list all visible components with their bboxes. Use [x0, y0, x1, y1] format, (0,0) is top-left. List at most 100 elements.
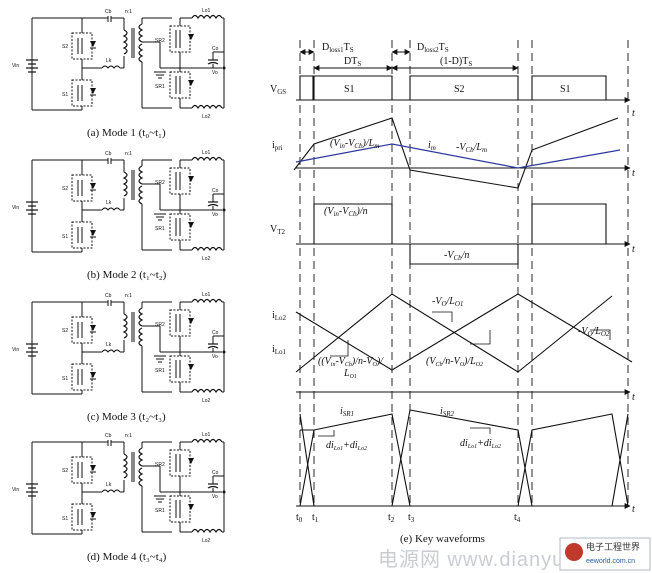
t0-label: t0 [296, 512, 303, 524]
vt2-pos-label: (Vin-VCb)/n [324, 206, 368, 218]
co-label: Co [212, 330, 219, 336]
vgs-s1b: S1 [560, 84, 571, 95]
im-label: im [428, 140, 436, 152]
dloss2-label: Dloss2TS [417, 42, 449, 54]
dts-label: DTS [344, 56, 361, 68]
vt2-t: t [632, 244, 635, 255]
circuit-mode1: Vin S2 S1 Lk Cb n:1 SR2 SR1 Co Vo Lo1 Lo… [12, 8, 227, 139]
vgs-s2: S2 [454, 84, 465, 95]
im-trace [295, 143, 621, 169]
caption-mode4: (d) Mode 4 (t₃~t₄) [87, 551, 167, 563]
vgs-t: t [632, 108, 635, 119]
lo1-label: Lo1 [202, 150, 211, 156]
sr1-label: SR1 [155, 226, 165, 232]
waveform-panel: Dloss1TS DTS Dloss2TS (1-D)TS VGS t S1 S… [270, 40, 635, 545]
cb-label: Cb [105, 433, 112, 439]
vgs-s1a: S1 [344, 84, 355, 95]
lk-label: Lk [106, 58, 112, 64]
caption-waveforms: (e) Key waveforms [400, 533, 485, 545]
vin-label: Vin [12, 347, 19, 353]
vin-label: Vin [12, 487, 19, 493]
vo-label: Vo [212, 70, 218, 76]
s1-label: S1 [62, 92, 68, 98]
ilo1-label: iLo1 [272, 344, 287, 356]
cb-label: Cb [105, 151, 112, 157]
ratio-label: n:1 [125, 433, 132, 439]
circuit-mode3: Vin S2 S1 Lk Cb n:1 SR2 SR1 Co Vo Lo1 Lo… [12, 292, 227, 423]
ipri-trace [293, 117, 619, 189]
vin-label: Vin [12, 205, 19, 211]
s2-label: S2 [62, 44, 68, 50]
co-label: Co [212, 188, 219, 194]
s1-pulse-1 [313, 75, 393, 101]
vo-label: Vo [212, 212, 218, 218]
im-slope-label: -VCb/Lm [456, 142, 487, 154]
lo2-label: Lo2 [202, 114, 211, 120]
slope-c2-label: LO1 [343, 368, 357, 380]
t3-label: t3 [408, 512, 415, 524]
dloss1-label: Dloss1TS [322, 42, 354, 54]
ilo-t: t [632, 392, 635, 403]
lk-label: Lk [106, 342, 112, 348]
s1-pulse-2 [531, 75, 607, 101]
ilo2-label: iLo2 [272, 310, 287, 322]
caption-mode3: (c) Mode 3 (t₂~t₃) [87, 411, 166, 423]
s2-pulse [409, 75, 519, 101]
t1-label: t1 [312, 512, 319, 524]
s2-label: S2 [62, 468, 68, 474]
ipri-t: t [632, 168, 635, 179]
sr2-label: SR2 [155, 462, 165, 468]
isr1-trace [300, 413, 411, 507]
isr2-trace [391, 409, 533, 507]
ratio-label: n:1 [125, 151, 132, 157]
isr1-label: iSR1 [340, 406, 354, 418]
lo1-label: Lo1 [202, 292, 211, 298]
co-label: Co [212, 46, 219, 52]
sr2-label: SR2 [155, 180, 165, 186]
slope-b-label: -VO/LO2 [578, 326, 610, 338]
lo2-label: Lo2 [202, 398, 211, 404]
vt2-neg-label: -VCb/n [444, 250, 469, 262]
vgs-label: VGS [270, 84, 286, 96]
ipri-label: ipri [272, 140, 283, 152]
vt2-trace [300, 203, 607, 265]
sr2-label: SR2 [155, 322, 165, 328]
ipri-slope-label: (Vin-VCb)/Lm [330, 138, 379, 150]
lo1-label: Lo1 [202, 8, 211, 14]
lk-label: Lk [106, 200, 112, 206]
s2-label: S2 [62, 186, 68, 192]
ratio-label: n:1 [125, 9, 132, 15]
s1-label: S1 [62, 516, 68, 522]
one-minus-d-label: (1-D)TS [440, 56, 472, 68]
t4-label: t4 [514, 512, 521, 524]
di1-label: diLo1+diLo2 [326, 440, 367, 452]
lo1-label: Lo1 [202, 432, 211, 438]
vin-label: Vin [12, 63, 19, 69]
isr1b-trace [517, 413, 629, 507]
logo-url: eeworld.com.cn [586, 558, 635, 565]
lo2-label: Lo2 [202, 538, 211, 544]
t2-label: t2 [388, 512, 395, 524]
watermark-text: 电源网 www.dianyuan [378, 548, 589, 571]
circuit-mode4: Vin S2 S1 Lk Cb n:1 SR2 SR1 Co Vo Lo1 Lo… [12, 432, 227, 563]
co-label: Co [212, 470, 219, 476]
di2-label: diLo1+diLo2 [460, 438, 501, 450]
isr-t: t [632, 504, 635, 515]
slope-d-label: (VCb/n-VO)/LO2 [426, 356, 483, 368]
slope-a-label: -VO/LO1 [432, 296, 463, 308]
sr1-label: SR1 [155, 508, 165, 514]
circuit-mode2: Vin S2 S1 Lk Cb n:1 SR2 SR1 Co Vo Lo1 Lo… [12, 150, 227, 281]
logo-icon [565, 543, 583, 561]
lo2-label: Lo2 [202, 256, 211, 262]
caption-mode1: (a) Mode 1 (t₀~t₁) [87, 127, 166, 139]
ratio-label: n:1 [125, 293, 132, 299]
caption-mode2: (b) Mode 2 (t₁~t₂) [87, 269, 167, 281]
s1-label: S1 [62, 234, 68, 240]
sr1-label: SR1 [155, 368, 165, 374]
cb-label: Cb [105, 9, 112, 15]
ilo1-trace [295, 293, 613, 373]
vt2-label: VT2 [270, 224, 286, 236]
slope-c-label: ((Vin-VCb)/n-VO)/ [318, 356, 384, 368]
